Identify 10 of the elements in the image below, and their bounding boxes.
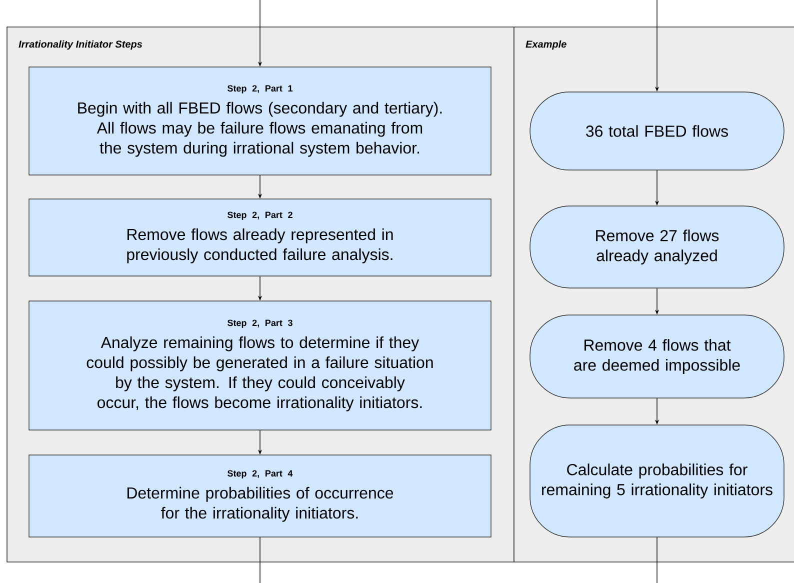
step-box: Step 2, Part 2 Remove flows already represented in previously conducted failure analysis. xyxy=(28,198,492,276)
step-box: Step 2, Part 3 Analyze remaining flows to determine if they could possibly be generated in a failure situation by the system. If they could conceivably occur, the flows become irrationality initiators. xyxy=(28,300,492,430)
pill-box: 36 total FBED flows xyxy=(530,92,784,170)
step-box: Step 2, Part 4 Determine probabilities of occurrence for the irrationality initiators. xyxy=(28,454,492,538)
panel-heading: Irrationality Initiator Steps xyxy=(18,40,142,50)
step-box: Step 2, Part 1 Begin with all FBED flows (secondary and tertiary). All flows may be failure flows emanating from the system during irrational system behavior. xyxy=(28,66,492,176)
pill-box: Remove 4 flows that are deemed impossible xyxy=(530,314,784,398)
pill-box: Remove 27 flows already analyzed xyxy=(530,206,784,288)
pill-box: Calculate probabilities for remaining 5 irrationality initiators xyxy=(530,424,784,538)
panel-heading: Example xyxy=(526,40,566,50)
